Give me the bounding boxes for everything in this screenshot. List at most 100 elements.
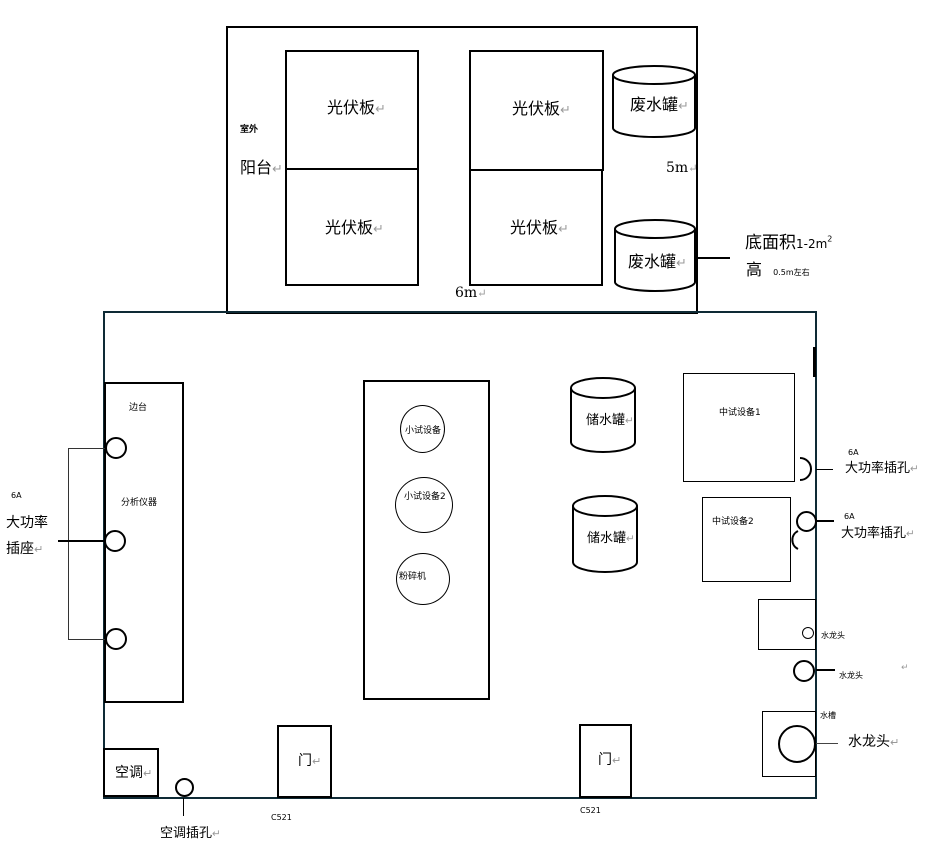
room-number: C521: [580, 806, 601, 815]
faucet-icon[interactable]: [802, 627, 814, 639]
door-label: 门↵: [298, 754, 321, 768]
wall-segment: [813, 347, 816, 377]
storage-tank-label: 储水罐↵: [586, 414, 634, 427]
faucet-leader: [816, 743, 838, 744]
faucet-icon[interactable]: [778, 725, 816, 763]
stray-return-mark: ↵: [901, 663, 909, 673]
door-label: 门↵: [598, 753, 621, 767]
storage-tank-text: 储水罐: [586, 413, 626, 428]
right-socket-1-text: 大功率插孔: [845, 461, 911, 476]
wastewater-tank-label: 废水罐↵: [630, 97, 689, 114]
return-mark: ↵: [676, 256, 687, 271]
tank-area-label: 底面积: [745, 233, 796, 253]
faucet-icon[interactable]: [793, 660, 815, 682]
socket-bracket: [68, 448, 105, 640]
socket-half-icon[interactable]: [799, 456, 817, 482]
faucet-box: [758, 599, 816, 650]
return-mark: ↵: [143, 767, 153, 780]
dimension-width-text: 6m: [455, 285, 478, 301]
right-socket-2-text: 大功率插孔: [841, 526, 907, 541]
return-mark: ↵: [375, 102, 386, 117]
ac-socket-text: 空调插孔: [160, 826, 213, 841]
air-conditioner: [103, 748, 159, 797]
return-mark: ↵: [373, 222, 384, 237]
socket-icon[interactable]: [796, 511, 817, 532]
pv-panel-label: 光伏板↵: [512, 101, 571, 118]
small-device-1: [400, 405, 445, 453]
socket-icon[interactable]: [104, 530, 126, 552]
pv-panel-text: 光伏板: [512, 99, 561, 118]
balcony-outline: [226, 26, 698, 314]
return-mark: ↵: [560, 103, 571, 118]
lab-wall-top: [103, 311, 817, 313]
wastewater-tank-text: 废水罐: [628, 252, 677, 271]
return-mark: ↵: [477, 287, 487, 300]
small-device-2: [395, 477, 453, 533]
pv-panel-text: 光伏板: [510, 218, 559, 237]
return-mark: ↵: [212, 828, 221, 840]
socket-half-icon: [791, 530, 799, 550]
return-mark: ↵: [272, 162, 283, 177]
right-socket-1-label: 大功率插孔↵: [845, 462, 919, 475]
tank-area-sup: 2: [827, 234, 833, 244]
storage-tank-icon: [570, 377, 636, 453]
ac-socket-icon[interactable]: [175, 778, 194, 797]
socket-leader: [58, 540, 104, 542]
grinder: [396, 553, 450, 605]
door[interactable]: [579, 724, 632, 798]
pilot-device-2-label: 中试设备2: [712, 517, 754, 527]
left-socket-rating: 6A: [11, 491, 22, 500]
door-text: 门: [298, 753, 312, 769]
tank-height-value: 0.5m左右: [773, 268, 810, 277]
pilot-device-1-label: 中试设备1: [719, 408, 761, 418]
faucet-1-label: 水龙头: [821, 631, 845, 640]
socket-leader: [816, 520, 834, 522]
return-mark: ↵: [558, 222, 569, 237]
center-bench: [363, 380, 490, 700]
pv-panel-text: 光伏板: [327, 98, 376, 117]
left-socket-label-line2: 插座↵: [6, 542, 43, 556]
storage-tank-label: 储水罐↵: [587, 532, 635, 545]
tank-note-height: 高 0.5m左右: [746, 262, 810, 278]
ac-socket-leader: [183, 798, 184, 816]
tank-note-area: 底面积1-2m2: [745, 235, 832, 252]
left-socket-label-line1: 大功率: [6, 515, 48, 531]
outdoor-label: 室外: [240, 125, 259, 135]
return-mark: ↵: [688, 162, 698, 175]
return-mark: ↵: [312, 755, 322, 768]
socket-icon[interactable]: [105, 437, 127, 459]
return-mark: ↵: [34, 543, 44, 556]
left-socket-label-text: 插座: [6, 541, 34, 557]
storage-tank-icon: [572, 495, 638, 573]
return-mark: ↵: [626, 533, 635, 545]
pv-panel-label: 光伏板↵: [327, 100, 386, 117]
tank-note-leader: [697, 257, 730, 259]
analysis-instrument-label: 分析仪器: [121, 498, 158, 508]
lab-wall-bottom: [103, 797, 817, 799]
return-mark: ↵: [906, 528, 915, 540]
sink-label: 水槽: [820, 711, 836, 720]
faucet-2-label: 水龙头: [839, 671, 863, 680]
right-socket-2-label: 大功率插孔↵: [841, 527, 915, 540]
faucet-leader: [816, 669, 835, 671]
dimension-height-text: 5m: [666, 160, 689, 176]
dimension-height: 5m↵: [666, 161, 698, 175]
side-bench-title: 边台: [129, 403, 148, 413]
return-mark: ↵: [612, 754, 622, 767]
socket-leader: [816, 469, 833, 470]
door[interactable]: [277, 725, 332, 798]
room-number: C521: [271, 813, 292, 822]
air-conditioner-label: 空调↵: [115, 766, 152, 780]
wastewater-tank-text: 废水罐: [630, 95, 679, 114]
socket-icon[interactable]: [105, 628, 127, 650]
tank-area-value: 1-2m: [796, 237, 828, 251]
pilot-device-2: [702, 497, 791, 582]
pv-panel-label: 光伏板↵: [510, 220, 569, 237]
pilot-device-1: [683, 373, 795, 482]
door-text: 门: [598, 752, 612, 768]
balcony-label: 阳台↵: [240, 160, 283, 177]
faucet-3-text: 水龙头: [848, 734, 890, 750]
pv-panel: [285, 168, 419, 286]
right-socket-1-rating: 6A: [848, 448, 859, 457]
small-device-1-label: 小试设备: [405, 426, 442, 436]
